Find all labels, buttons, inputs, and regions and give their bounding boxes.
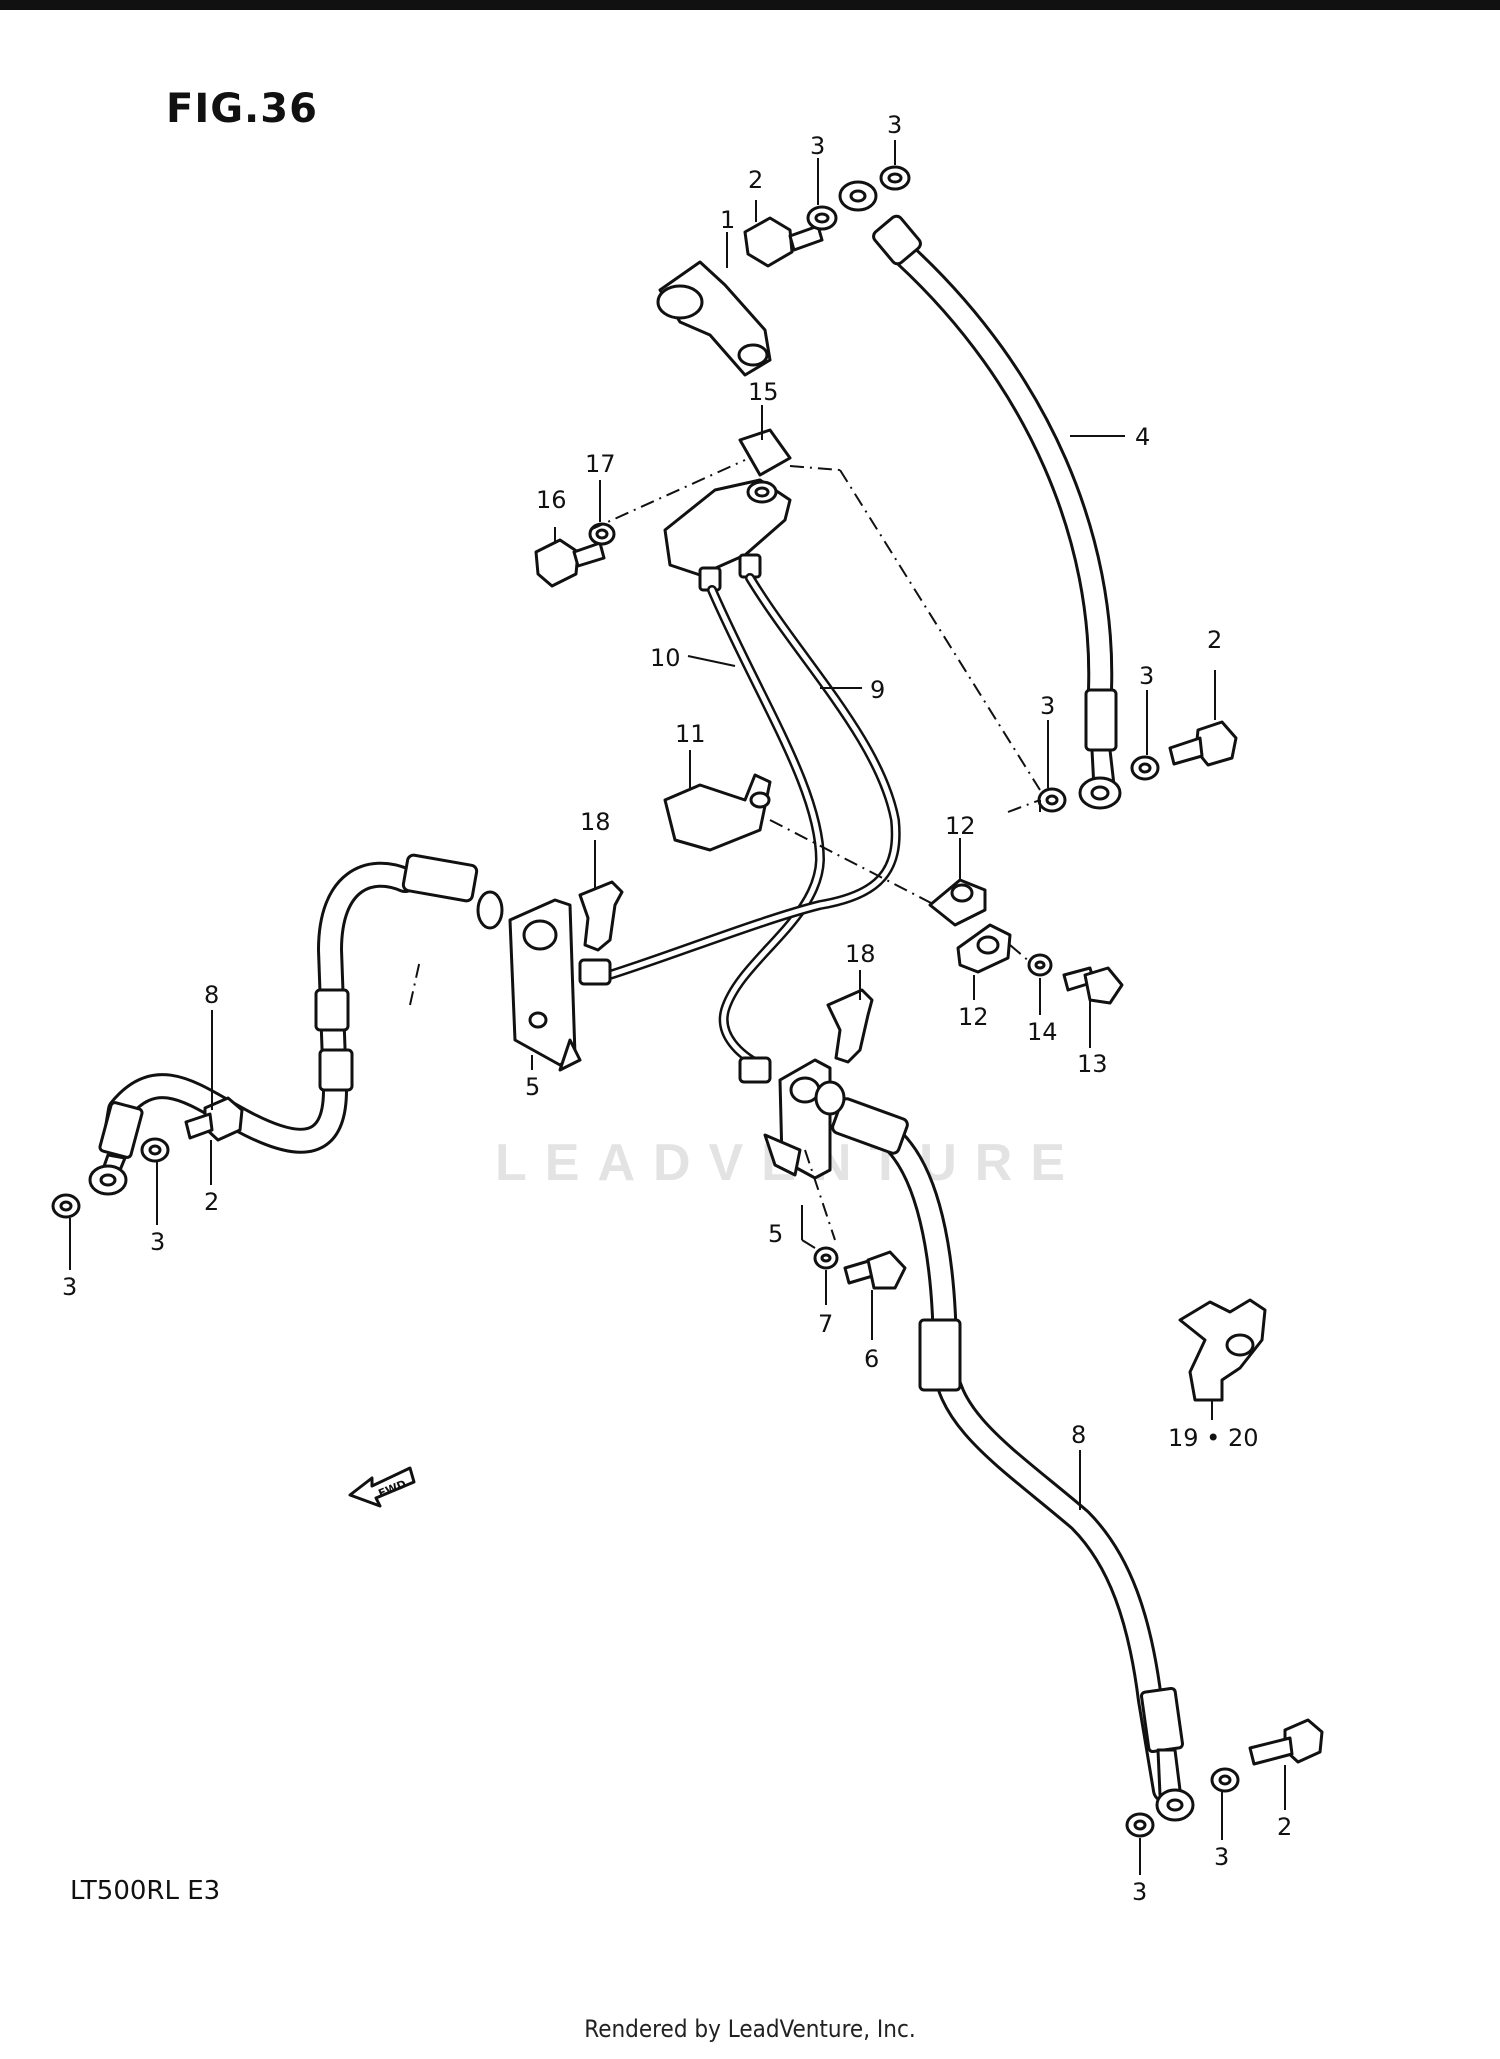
callout-13: 13 <box>1077 1050 1108 1078</box>
bracket-5-right[interactable] <box>763 1058 832 1180</box>
pipe-fitting-right <box>738 1056 772 1084</box>
washer-7[interactable] <box>813 1246 839 1270</box>
brake-hose-left[interactable] <box>88 853 504 1196</box>
callout-17: 17 <box>585 450 616 478</box>
callout-18: 18 <box>845 940 876 968</box>
callout-15: 15 <box>748 378 779 406</box>
clip-18-right[interactable] <box>826 988 874 1064</box>
pipe-fitting-left <box>578 958 612 986</box>
washer-17[interactable] <box>588 522 616 546</box>
callout-1: 1 <box>720 206 735 234</box>
callout-2: 2 <box>1207 626 1222 654</box>
washer-upper-right-a[interactable] <box>1130 755 1160 781</box>
washer-left-a[interactable] <box>140 1137 170 1163</box>
washer-upper-right-b[interactable] <box>1037 787 1067 813</box>
callout-5: 5 <box>768 1220 783 1248</box>
footer-credit: Rendered by LeadVenture, Inc. <box>584 2015 916 2043</box>
callout-12: 12 <box>945 812 976 840</box>
callout-14: 14 <box>1027 1018 1058 1046</box>
callout-19-20: 19 • 20 <box>1168 1424 1259 1452</box>
figure-title: FIG.36 <box>166 86 318 132</box>
callout-3: 3 <box>887 111 902 139</box>
callout-12: 12 <box>958 1003 989 1031</box>
bolt-16[interactable] <box>534 538 606 588</box>
brake-hose-upper[interactable] <box>838 180 1122 810</box>
callout-2: 2 <box>748 166 763 194</box>
washer-14[interactable] <box>1027 953 1053 977</box>
washer-right-b[interactable] <box>1125 1812 1155 1838</box>
bracket-19-20[interactable] <box>1178 1298 1267 1402</box>
callout-3: 3 <box>62 1273 77 1301</box>
callout-18: 18 <box>580 808 611 836</box>
brake-pipe-10[interactable] <box>707 585 825 1070</box>
callout-8: 8 <box>204 981 219 1009</box>
clamp-12-upper[interactable] <box>928 878 987 927</box>
bolt-6[interactable] <box>843 1250 907 1290</box>
top-border-bar <box>0 0 1500 10</box>
model-code: LT500RL E3 <box>70 1876 221 1906</box>
callout-6: 6 <box>864 1345 879 1373</box>
clamp-12-lower[interactable] <box>956 923 1012 974</box>
callout-3: 3 <box>1040 692 1055 720</box>
callout-8: 8 <box>1071 1421 1086 1449</box>
washer-left-b[interactable] <box>51 1193 81 1219</box>
washer-top-b[interactable] <box>879 165 911 191</box>
union-bolt-top[interactable] <box>743 216 824 268</box>
callout-labels: 1 2 3 3 4 15 17 16 10 9 11 18 12 12 14 1… <box>62 111 1292 1906</box>
callout-3: 3 <box>1214 1843 1229 1871</box>
bolt-13[interactable] <box>1062 966 1124 1005</box>
assembly-guide-lines <box>409 459 1041 1241</box>
three-way-joint[interactable] <box>663 428 792 592</box>
union-bolt-upper-right[interactable] <box>1168 720 1238 767</box>
brake-hose-right[interactable] <box>814 1080 1195 1822</box>
callout-3: 3 <box>1139 662 1154 690</box>
bracket-5-left[interactable] <box>508 898 582 1072</box>
callout-3: 3 <box>150 1228 165 1256</box>
callout-10: 10 <box>650 644 681 672</box>
brake-joint-1[interactable] <box>656 260 772 377</box>
callout-2: 2 <box>204 1188 219 1216</box>
callout-3: 3 <box>1132 1878 1147 1906</box>
union-bolt-right[interactable] <box>1248 1718 1324 1766</box>
callout-2: 2 <box>1277 1813 1292 1841</box>
callout-16: 16 <box>536 486 567 514</box>
washer-top-a[interactable] <box>806 205 838 231</box>
leader-lines <box>69 140 1286 1875</box>
clamp-11[interactable] <box>663 773 772 852</box>
callout-11: 11 <box>675 720 706 748</box>
callout-7: 7 <box>818 1310 833 1338</box>
fwd-arrow-icon: FWD <box>348 1466 416 1508</box>
brake-pipe-9[interactable] <box>595 573 901 983</box>
callout-5: 5 <box>525 1073 540 1101</box>
clip-18-left[interactable] <box>578 880 624 952</box>
union-bolt-left[interactable] <box>184 1096 244 1142</box>
callout-3: 3 <box>810 132 825 160</box>
callout-9: 9 <box>870 676 885 704</box>
callout-4: 4 <box>1135 423 1150 451</box>
washer-right-a[interactable] <box>1210 1767 1240 1793</box>
